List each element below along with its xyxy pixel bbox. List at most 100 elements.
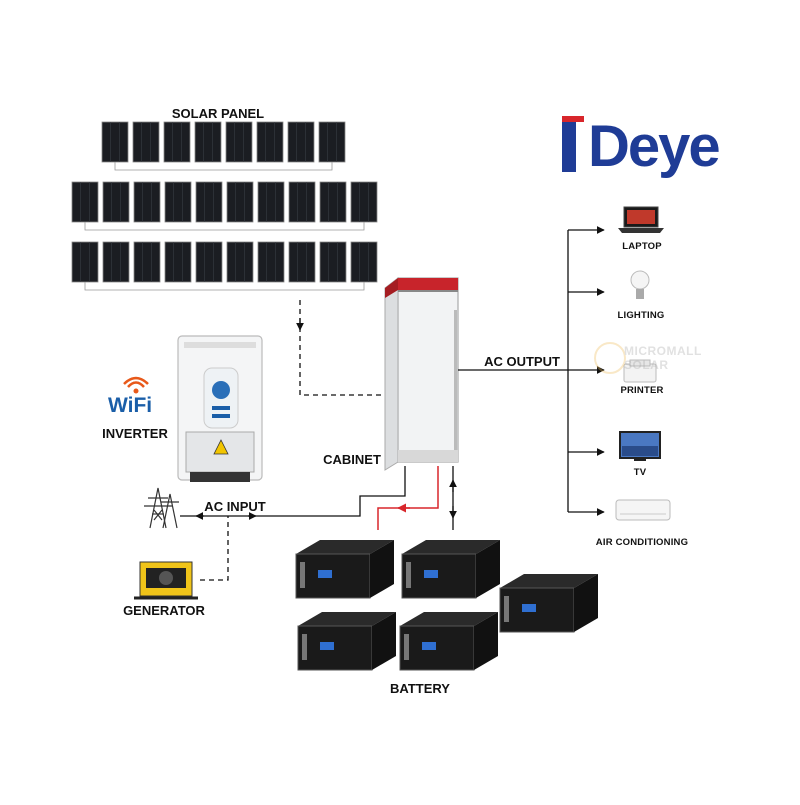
solar-panel: [226, 241, 254, 283]
solar-panel: [288, 181, 316, 223]
solar-panel: [164, 181, 192, 223]
printer-icon: [623, 359, 657, 383]
battery-side: [372, 612, 396, 670]
solar-panel-label: SOLAR PANEL: [171, 106, 265, 121]
generator-label: GENERATOR: [123, 603, 205, 618]
battery-display: [424, 570, 438, 578]
battery-front: [399, 625, 475, 671]
tv-icon: [619, 431, 661, 461]
battery-handle: [406, 562, 411, 588]
watermark-line2: SOLAR: [624, 358, 669, 372]
battery-top: [298, 612, 396, 626]
light-bulb-icon: [630, 270, 650, 299]
solar-panel: [226, 181, 254, 223]
solar-panel: [71, 181, 99, 223]
solar-panel: [194, 121, 222, 163]
panel-row-wiring: [114, 162, 333, 171]
wifi-logo: WiFi: [108, 374, 158, 418]
solar-panel: [195, 241, 223, 283]
solar-panel-array: [71, 121, 378, 291]
battery-front: [295, 553, 371, 599]
cabinet-label: CABINET: [323, 452, 381, 467]
load-label-laptop: LAPTOP: [622, 241, 662, 252]
ac-input-label: AC INPUT: [204, 499, 266, 514]
cabinet-unit: [384, 276, 459, 471]
battery-handle: [300, 562, 305, 588]
battery-top: [400, 612, 498, 626]
solar-panel: [132, 121, 160, 163]
deye-logo: Deye: [562, 116, 722, 178]
inverter-label: INVERTER: [102, 426, 168, 441]
solar-panel: [225, 121, 253, 163]
battery-side: [370, 540, 394, 598]
panel-row-wiring: [84, 222, 365, 231]
battery-handle: [404, 634, 409, 660]
load-label-tv: TV: [633, 467, 647, 478]
battery-dc-red-line: [377, 466, 439, 530]
load-label-lighting: LIGHTING: [617, 310, 665, 321]
battery-top: [500, 574, 598, 588]
battery-handle: [504, 596, 509, 622]
generator-icon: [134, 561, 198, 600]
battery-handle: [302, 634, 307, 660]
load-label-printer: PRINTER: [620, 385, 664, 396]
generator-dashed-line: [200, 516, 229, 581]
solar-panel: [133, 241, 161, 283]
battery-front: [297, 625, 373, 671]
solar-panel: [133, 181, 161, 223]
battery-side: [476, 540, 500, 598]
battery-module: [295, 540, 394, 599]
air-conditioner-icon: [615, 499, 671, 521]
solar-panel: [350, 241, 378, 283]
battery-top: [402, 540, 500, 554]
battery-module: [499, 574, 598, 633]
battery-module: [297, 612, 396, 671]
ac-input-line: [180, 466, 406, 517]
solar-panel: [319, 181, 347, 223]
battery-top: [296, 540, 394, 554]
solar-panel: [256, 121, 284, 163]
battery-display: [522, 604, 536, 612]
solar-panel: [319, 241, 347, 283]
battery-side: [474, 612, 498, 670]
battery-display: [422, 642, 436, 650]
inverter-unit: [177, 335, 263, 482]
battery-label: BATTERY: [390, 681, 450, 696]
logo-bar: [562, 122, 576, 172]
power-pylon-icon: [144, 487, 179, 529]
battery-front: [401, 553, 477, 599]
battery-module: [401, 540, 500, 599]
battery-display: [320, 642, 334, 650]
solar-panel: [257, 181, 285, 223]
watermark-line1: MICROMALL: [624, 344, 702, 358]
solar-dc-line: [299, 300, 392, 396]
battery-display: [318, 570, 332, 578]
battery-bank: [295, 540, 598, 671]
solar-panel: [102, 241, 130, 283]
sun-icon: [594, 342, 626, 374]
solar-panel: [257, 241, 285, 283]
solar-panel: [318, 121, 346, 163]
laptop-icon: [618, 206, 664, 233]
solar-panel: [164, 241, 192, 283]
panel-row-wiring: [84, 282, 365, 291]
solar-panel: [101, 121, 129, 163]
wifi-icon: [123, 376, 149, 394]
wifi-text: WiFi: [108, 394, 153, 417]
logo-red-accent: [562, 116, 584, 122]
solar-panel: [287, 121, 315, 163]
logo-text: Deye: [588, 114, 721, 179]
solar-panel: [71, 241, 99, 283]
ac-output-label: AC OUTPUT: [484, 354, 560, 369]
solar-panel: [163, 121, 191, 163]
solar-panel: [288, 241, 316, 283]
load-label-air-conditioning: AIR CONDITIONING: [595, 537, 689, 548]
watermark: MICROMALL SOLAR: [594, 342, 734, 390]
solar-panel: [350, 181, 378, 223]
solar-panel: [195, 181, 223, 223]
battery-side: [574, 574, 598, 632]
solar-panel: [102, 181, 130, 223]
battery-module: [399, 612, 498, 671]
